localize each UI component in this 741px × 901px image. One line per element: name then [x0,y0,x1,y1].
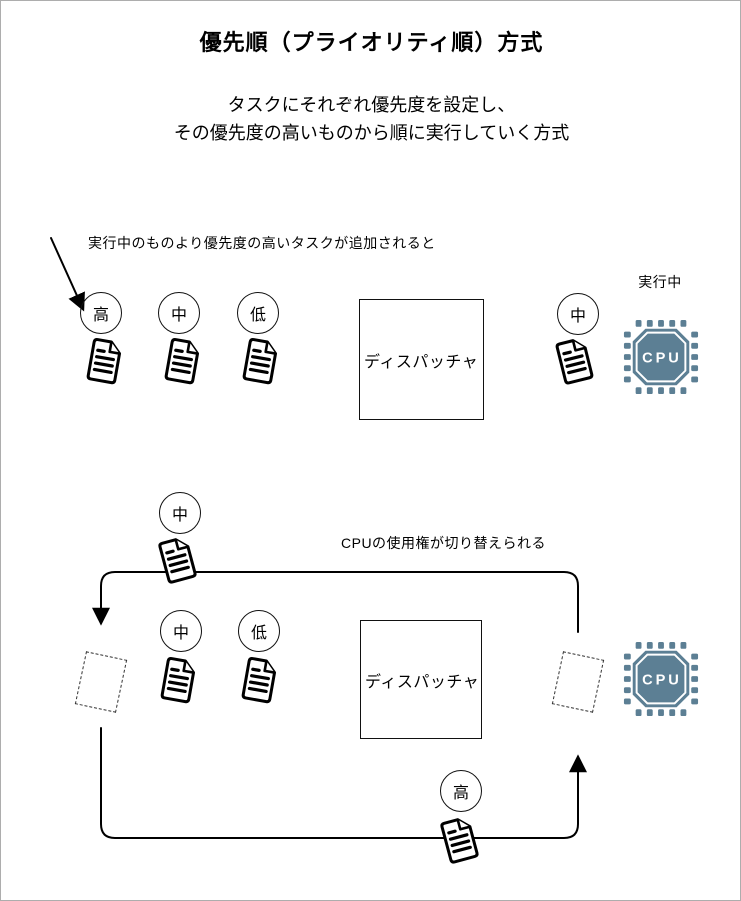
dispatcher-label: ディスパッチャ [364,353,479,371]
document-icon [160,656,196,704]
document-icon [158,538,197,584]
priority-badge-entering: 高 [440,770,482,812]
cpu-inner-outline [635,331,687,383]
page-title: 優先順（プライオリティ順）方式 [199,30,544,55]
document-icon [555,339,594,385]
dispatcher-box: ディスパッチャ [360,620,482,739]
document-icon [164,337,200,385]
cpu-chip-icon: CPU [623,641,699,717]
priority-badge-medium: 中 [160,610,202,652]
dispatcher-box: ディスパッチャ [359,299,484,420]
task-leaves-cpu-path [92,571,579,633]
added-task-arrow [50,237,85,312]
priority-badge-low: 低 [237,292,279,334]
priority-badge-high: 高 [80,292,122,334]
subtitle-line-2: その優先度の高いものから順に実行していく方式 [173,123,570,143]
task-enters-cpu-path [100,727,587,839]
dispatcher-label: ディスパッチャ [365,673,480,691]
priority-badge-running: 中 [557,293,599,335]
document-icon [241,656,277,704]
running-status-label: 実行中 [638,274,682,290]
page-subtitle: タスクにそれぞれ優先度を設定し、 その優先度の高いものから順に実行していく方式 [1,91,740,147]
cpu-body [623,319,699,395]
priority-badge-medium: 中 [158,292,200,334]
annotation-task-added: 実行中のものより優先度の高いタスクが追加されると [88,235,436,251]
document-icon [86,337,122,385]
subtitle-line-1: タスクにそれぞれ優先度を設定し、 [227,95,516,115]
cpu-label: CPU [642,672,682,688]
cpu-body [623,641,699,717]
document-icon [242,337,278,385]
cpu-label: CPU [642,350,682,366]
document-icon [440,818,479,864]
priority-badge-low: 低 [238,610,280,652]
cpu-chip-icon: CPU [623,319,699,395]
priority-badge-leaving: 中 [159,492,201,534]
cpu-inner-outline [635,653,687,705]
annotation-cpu-switch: CPUの使用権が切り替えられる [341,535,547,551]
